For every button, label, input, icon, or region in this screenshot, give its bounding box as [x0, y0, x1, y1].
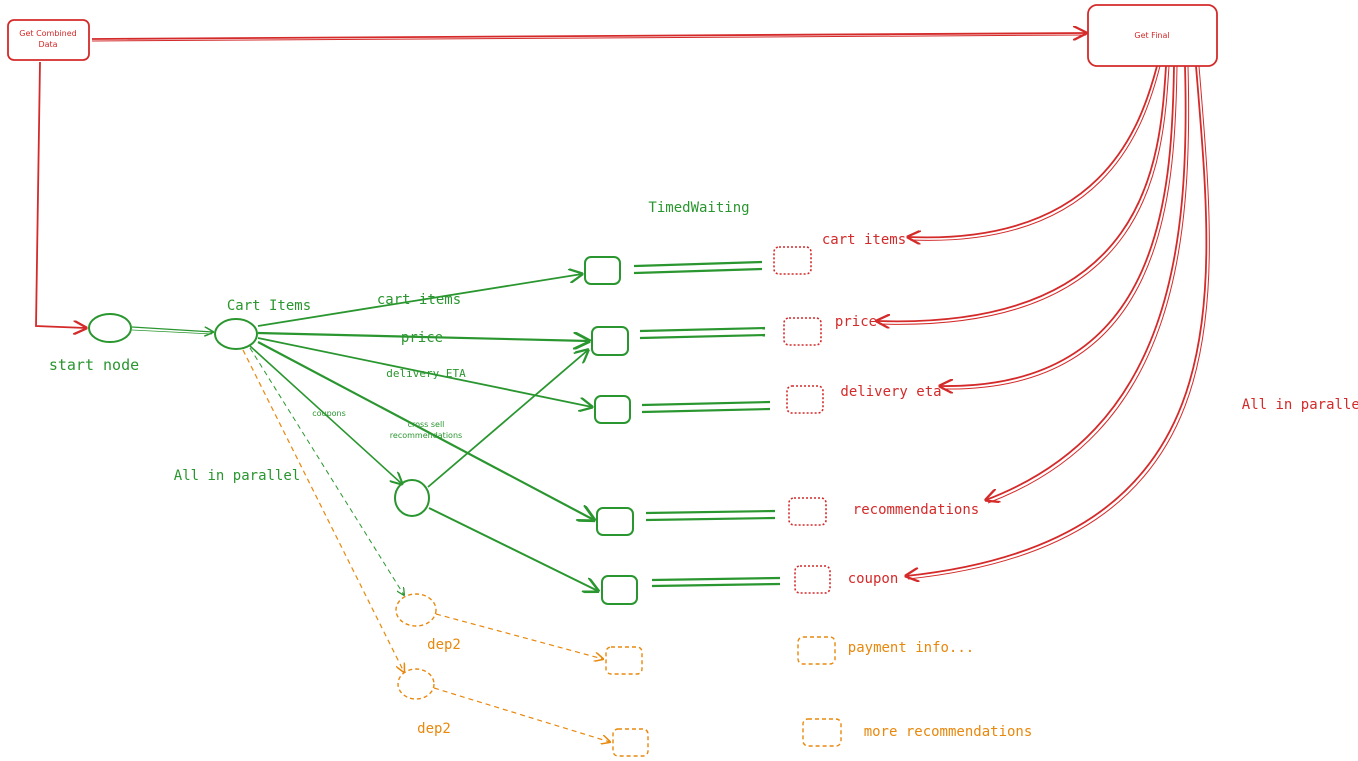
combined-to-final-arrow-stroke2: [91, 34, 1087, 42]
edge-price-label: price: [401, 330, 443, 346]
task-box-recommendations[interactable]: [596, 507, 634, 536]
edge-cart-items-label: cart items: [377, 292, 461, 308]
combined-to-final-arrow: [91, 33, 1086, 39]
red-top-flow: Get Combined Data Get Final: [7, 4, 1218, 328]
task-box-price[interactable]: [591, 326, 629, 356]
edge-cross-sell-label-line1: cross sell: [408, 420, 445, 429]
cart-items-node-label: Cart Items: [227, 298, 311, 314]
future-result-box-more-recs[interactable]: [802, 718, 842, 747]
future-result-box-payment[interactable]: [797, 636, 836, 665]
cart-to-dep2-b-arrow: [242, 349, 404, 672]
result-box-delivery-eta[interactable]: [786, 385, 824, 414]
green-flow: start node Cart Items cart items price d…: [49, 200, 781, 605]
dep2-label-a: dep2: [427, 637, 461, 653]
get-final-curves: [877, 65, 1210, 579]
result-box-cart-items[interactable]: [773, 246, 812, 275]
result-label-coupon: coupon: [848, 571, 899, 587]
result-label-cart-items: cart items: [822, 232, 906, 248]
all-in-parallel-right: All in parallel: [1242, 397, 1358, 413]
cart-items-node[interactable]: [214, 318, 258, 350]
coupons-to-price-arrow: [427, 350, 588, 488]
result-label-recommendations: recommendations: [853, 502, 979, 518]
dep2-a-to-task-arrow: [435, 613, 603, 659]
curve-to-price: [877, 65, 1167, 321]
edge-delivery-eta-label: delivery ETA: [386, 367, 466, 380]
curve-to-coupon: [906, 65, 1208, 576]
get-combined-data-box[interactable]: [7, 19, 90, 61]
edge-coupons: [249, 345, 402, 484]
timed-waiting-lines: [633, 260, 781, 588]
get-final-box[interactable]: [1087, 4, 1218, 67]
more-recommendations-label: more recommendations: [864, 724, 1033, 740]
start-to-cart-arrow-stroke2: [131, 329, 213, 335]
start-to-cart-arrow: [131, 326, 213, 332]
timed-waiting-label: TimedWaiting: [648, 200, 749, 216]
get-combined-data-label-line2: Data: [38, 40, 57, 49]
result-label-price: price: [835, 314, 877, 330]
start-node-label: start node: [49, 356, 139, 374]
task-box-delivery-eta[interactable]: [594, 395, 631, 424]
task-box-coupon[interactable]: [601, 575, 638, 605]
red-results: cart items price delivery eta recommenda…: [773, 65, 1358, 594]
edge-price: [257, 333, 589, 341]
edge-cross-sell-label-line2: recommendations: [390, 431, 462, 440]
dep2-node-b[interactable]: [397, 668, 435, 700]
edge-cross-sell: [257, 341, 594, 520]
result-label-delivery-eta: delivery eta: [840, 384, 941, 400]
future-task-box-b[interactable]: [612, 728, 649, 757]
edge-coupons-label: coupons: [312, 409, 346, 418]
coupons-node[interactable]: [394, 479, 430, 517]
curve-to-delivery-eta: [940, 65, 1175, 386]
edge-cart-items: [257, 274, 582, 327]
combined-to-start-arrow: [35, 61, 86, 328]
start-node[interactable]: [88, 313, 132, 343]
coupons-to-coupon-arrow: [428, 507, 598, 591]
curve-to-recommendations: [986, 65, 1187, 500]
dep2-b-to-task-arrow: [433, 687, 610, 742]
curve-to-cart-items: [908, 65, 1158, 237]
orange-future-branch: dep2 dep2 payment info... more recommend…: [242, 349, 1033, 757]
get-combined-data-label-line1: Get Combined: [19, 29, 76, 38]
dep2-label-b: dep2: [417, 721, 451, 737]
payment-info-label: payment info...: [848, 640, 974, 656]
result-box-recommendations[interactable]: [788, 497, 827, 526]
task-box-cart-items[interactable]: [584, 256, 621, 285]
all-in-parallel-left: All in parallel: [174, 468, 300, 484]
edge-delivery-eta: [257, 337, 592, 407]
future-task-box-a[interactable]: [605, 646, 643, 675]
result-box-coupon[interactable]: [794, 565, 831, 594]
get-final-label: Get Final: [1134, 31, 1169, 40]
dep2-node-a[interactable]: [395, 593, 437, 627]
result-box-price[interactable]: [783, 317, 822, 346]
edge-dashed-to-dep2: [249, 347, 404, 595]
